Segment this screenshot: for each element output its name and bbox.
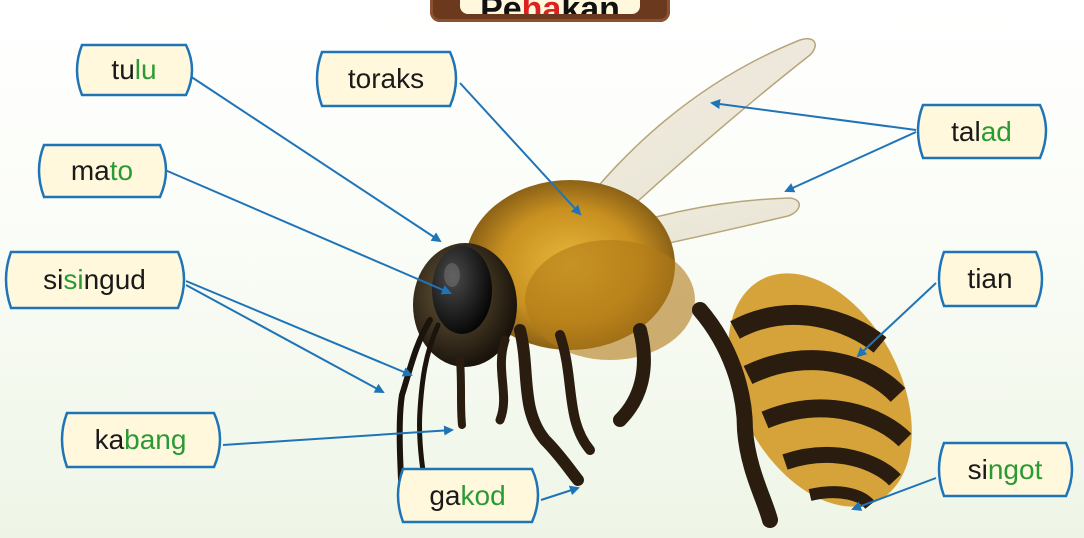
abdomen bbox=[691, 242, 950, 538]
arrow-talad-2 bbox=[786, 132, 916, 191]
arrow-gakod bbox=[541, 488, 578, 500]
arrow-sisingud-2 bbox=[186, 285, 383, 392]
label-toraks: toraks bbox=[322, 52, 450, 106]
bee-illustration bbox=[400, 39, 950, 538]
label-tian: tian bbox=[944, 252, 1036, 306]
arrow-mato bbox=[165, 170, 450, 293]
arrow-tian bbox=[858, 283, 936, 356]
title-banner: Pehakan bbox=[430, 0, 670, 22]
page-title: Pehakan bbox=[460, 0, 640, 14]
arrow-sisingud-1 bbox=[186, 281, 411, 375]
arrow-talad-1 bbox=[712, 103, 916, 130]
